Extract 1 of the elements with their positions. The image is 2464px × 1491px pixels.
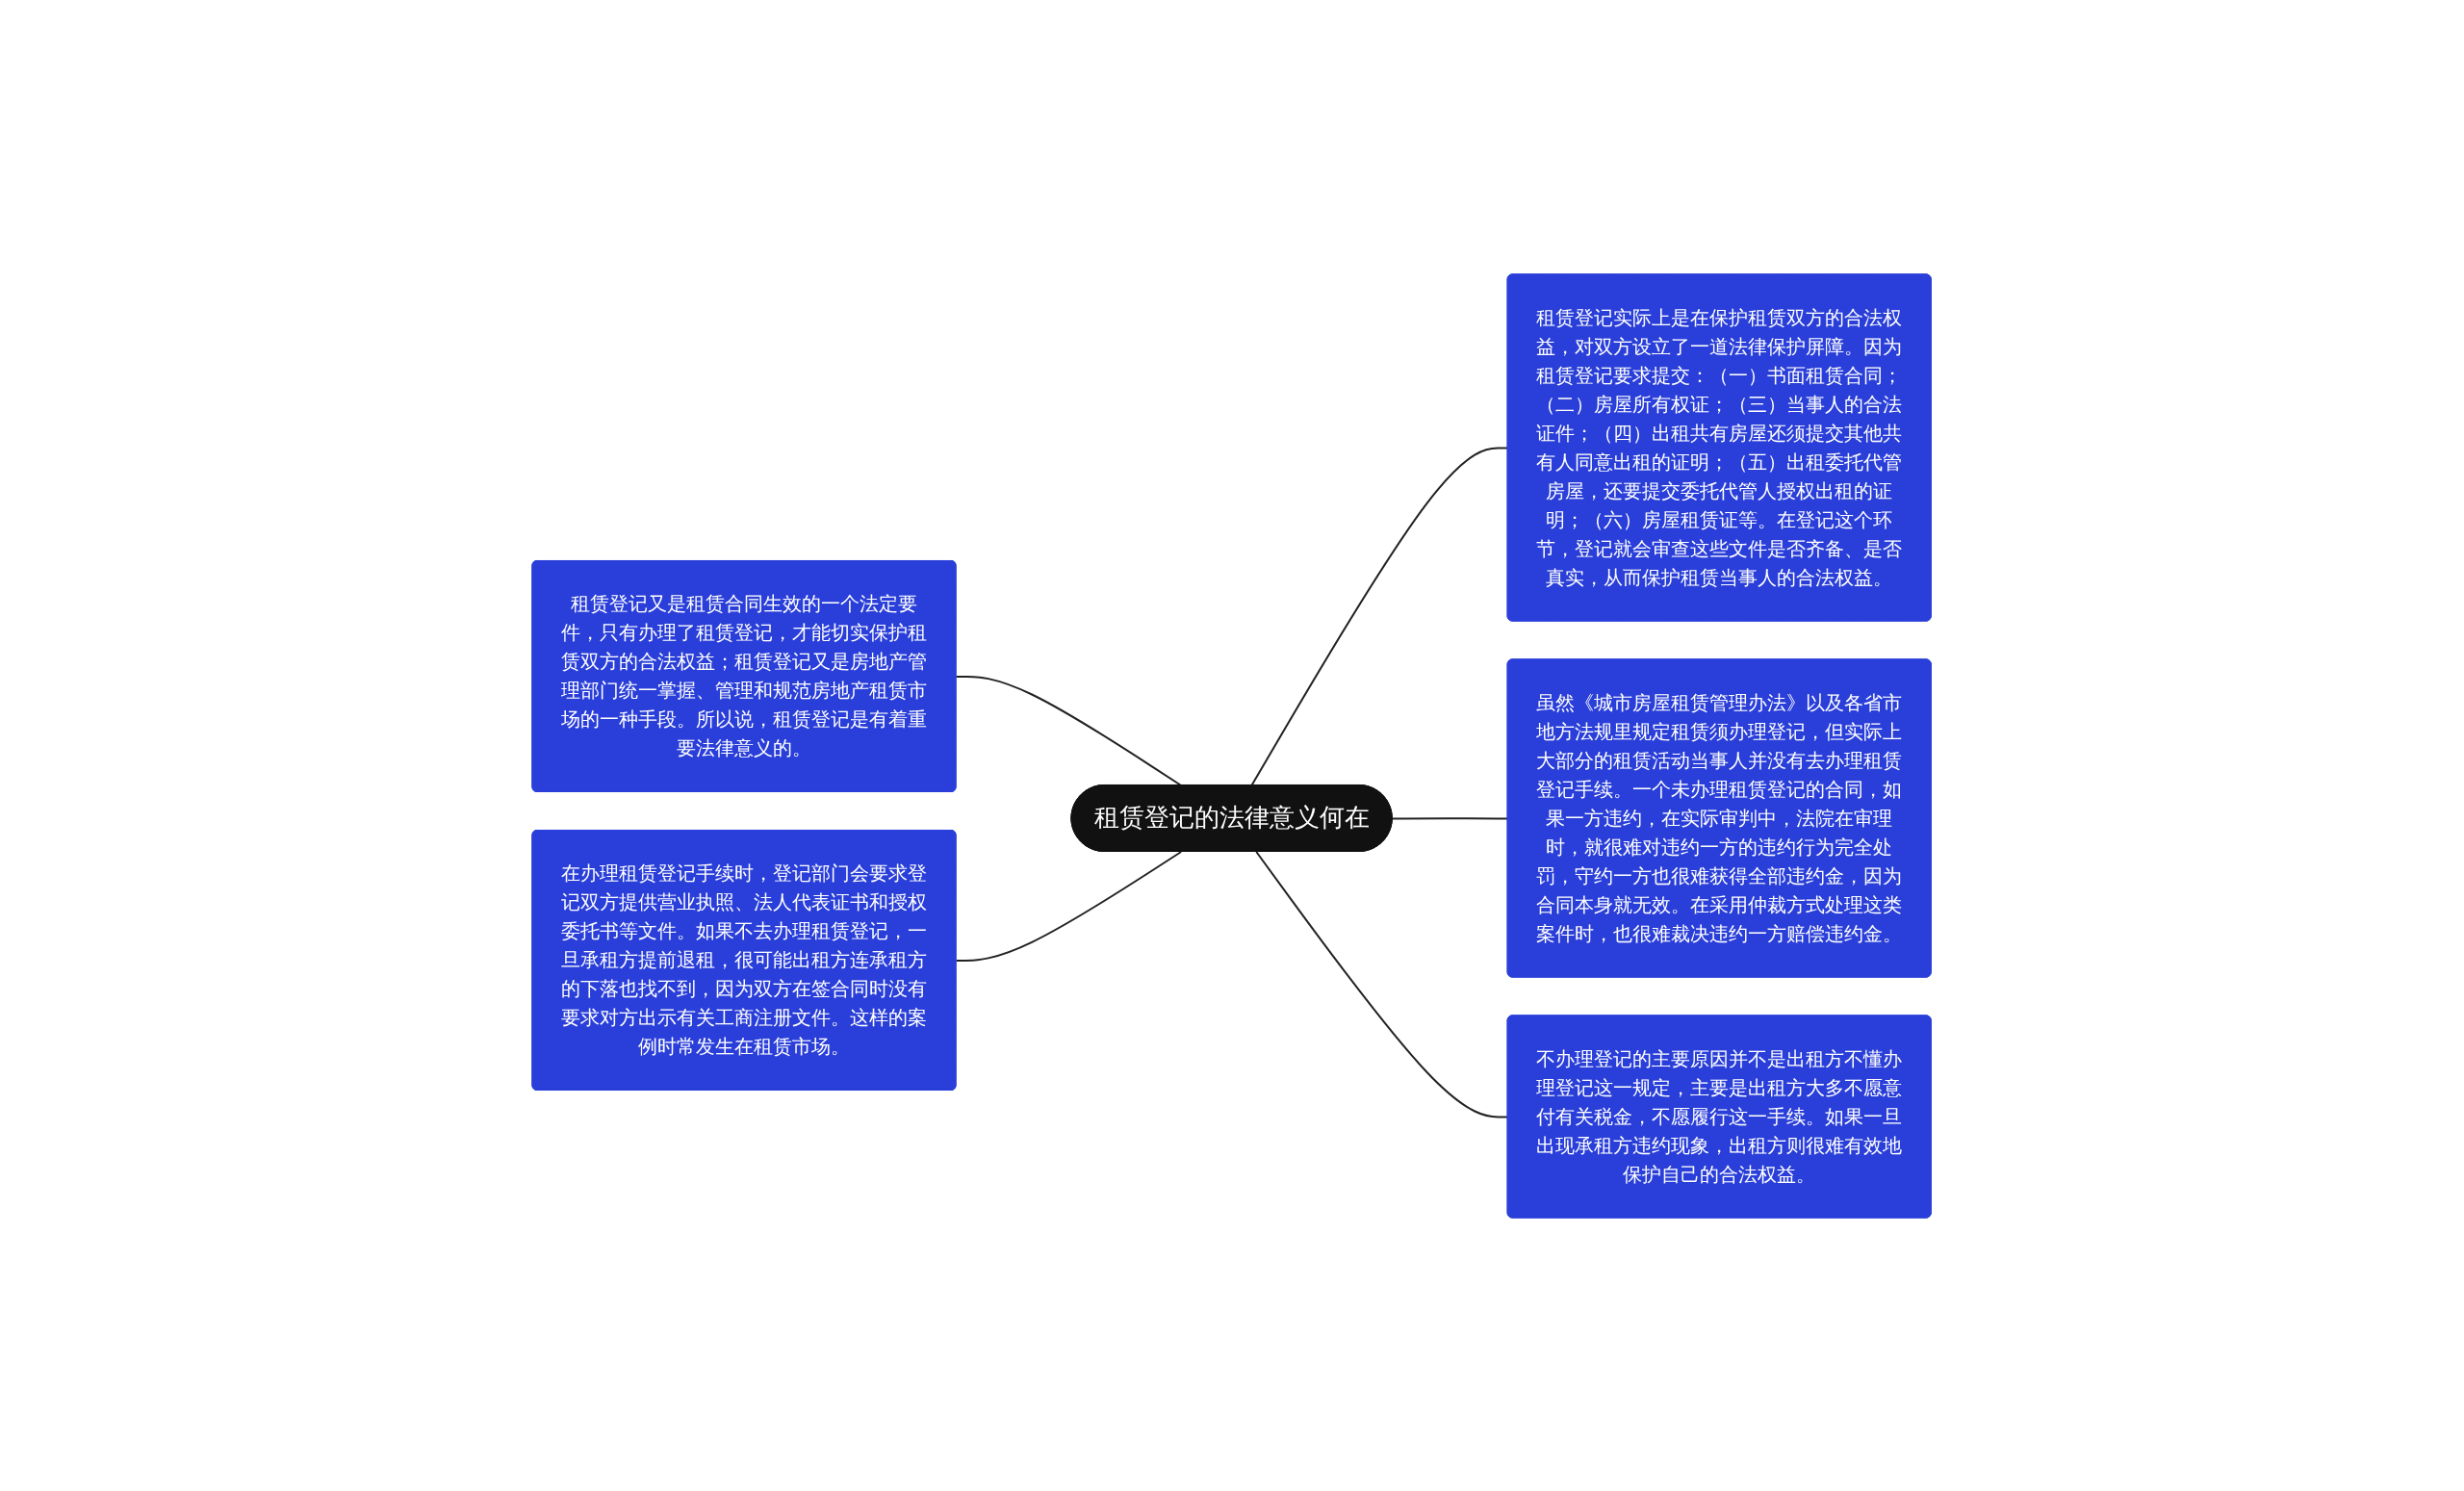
connector xyxy=(955,850,1183,962)
